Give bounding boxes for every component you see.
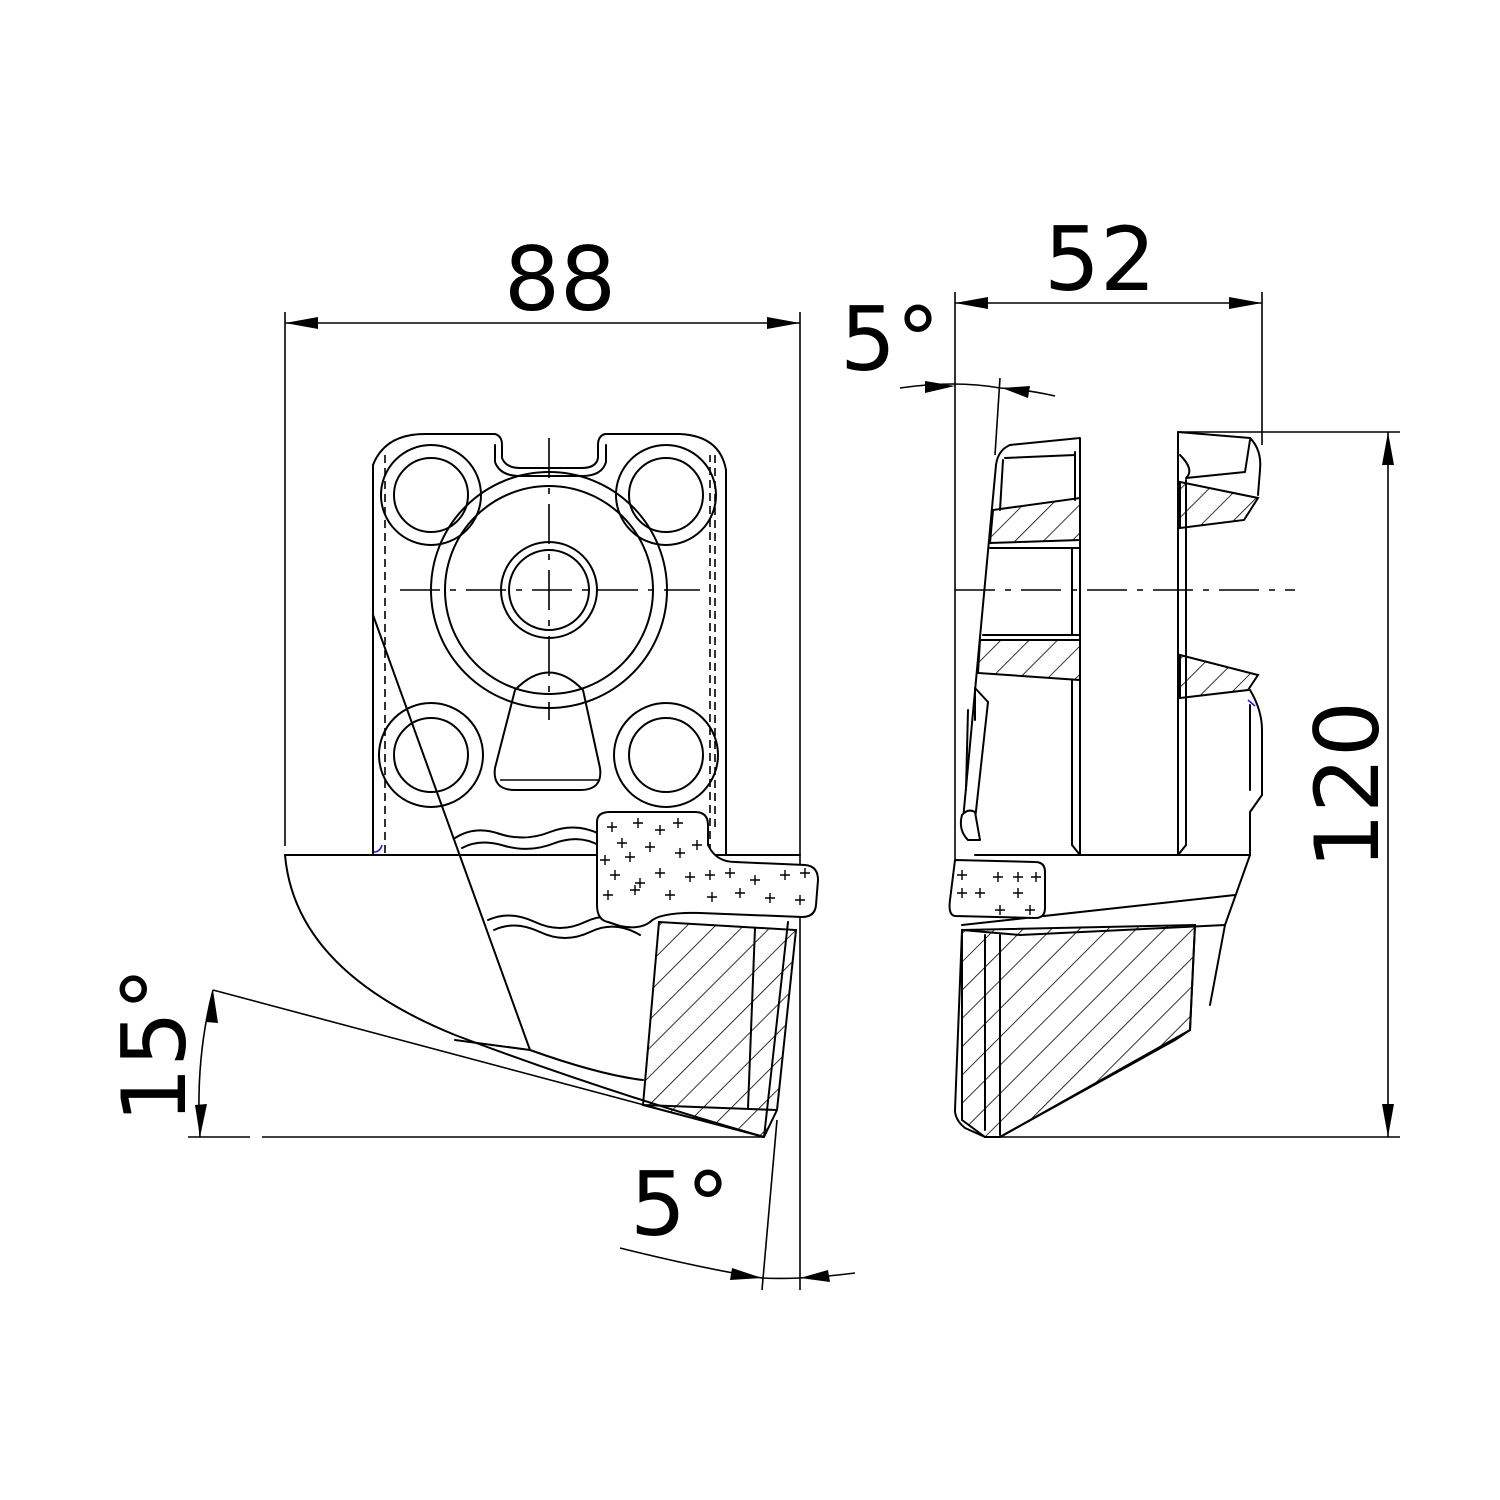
side-pin-plus-markers: [957, 870, 1041, 915]
dimension-text-88: 88: [504, 228, 616, 331]
pin-plus-markers: [600, 818, 810, 905]
dimension-text-5deg-top: 5°: [840, 288, 940, 391]
dimension-angle-tip: 5°: [619, 1119, 856, 1291]
dimension-height: 120: [1000, 431, 1400, 1138]
dimension-width-front: 88: [284, 228, 801, 1290]
dimension-text-52: 52: [1044, 208, 1156, 311]
front-view: 88: [103, 228, 856, 1291]
front-body: [284, 433, 819, 1139]
dimension-text-120: 120: [1296, 701, 1399, 869]
dimension-text-15deg: 15°: [103, 967, 206, 1123]
side-tooth: [948, 809, 1251, 1138]
dimension-angle-bottom: 15°: [103, 967, 765, 1138]
side-view: 52 5° 120: [840, 208, 1400, 1138]
dimension-width-side: 52: [954, 208, 1263, 870]
side-right-arm: [1177, 431, 1263, 856]
dimension-text-5deg-tip: 5°: [630, 1153, 730, 1256]
side-left-arm: [962, 437, 1081, 856]
dimension-angle-top: 5°: [840, 288, 1056, 456]
